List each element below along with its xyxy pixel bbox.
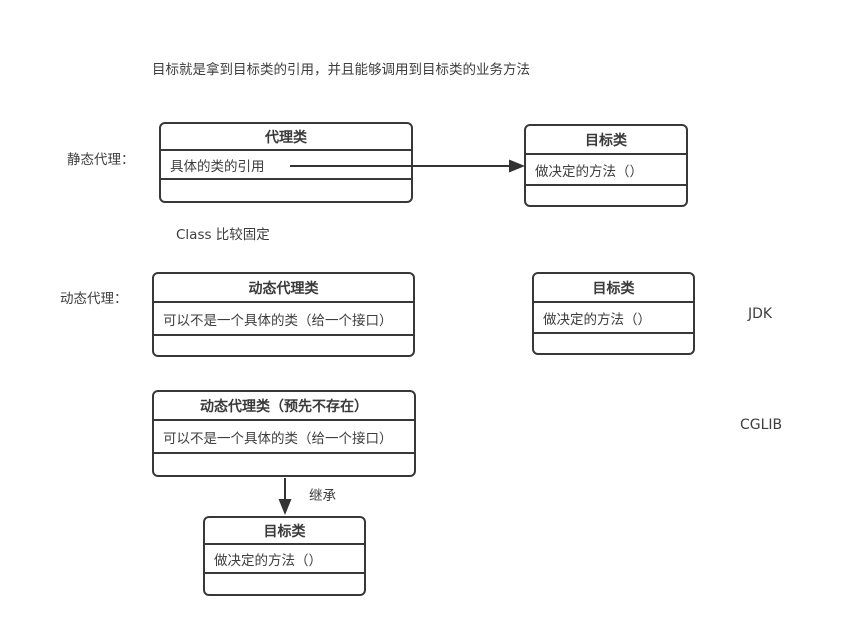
class-box-field: 做决定的方法（） [534,303,693,334]
static-proxy-section-label: 静态代理： [67,152,135,168]
class-box-title: 目标类 [526,126,686,155]
class-box-field: 可以不是一个具体的类（给一个接口） [154,303,413,336]
cglib-target-class-box: 目标类 做决定的方法（） [203,516,366,596]
class-box-empty-row [205,574,364,594]
dynamic-proxy-section-label: 动态代理： [60,291,128,307]
class-box-title: 目标类 [205,518,364,545]
class-box-title: 代理类 [161,124,411,151]
class-box-empty-row [526,186,686,205]
inheritance-arrow-label: 继承 [309,488,336,504]
class-box-field: 具体的类的引用 [161,151,411,180]
static-proxy-note: Class 比较固定 [176,227,270,243]
class-box-title: 动态代理类 [154,274,413,303]
class-box-field: 做决定的方法（） [205,545,364,574]
static-proxy-class-box: 代理类 具体的类的引用 [159,122,413,203]
class-box-empty-row [154,336,413,355]
class-box-field: 做决定的方法（） [526,155,686,186]
class-box-empty-row [161,180,411,201]
class-box-title: 动态代理类（预先不存在） [154,392,414,421]
static-target-class-box: 目标类 做决定的方法（） [524,124,688,207]
class-box-field: 可以不是一个具体的类（给一个接口） [154,421,414,454]
jdk-dynamic-proxy-class-box: 动态代理类 可以不是一个具体的类（给一个接口） [152,272,415,357]
jdk-tag-label: JDK [748,306,773,322]
top-annotation: 目标就是拿到目标类的引用，并且能够调用到目标类的业务方法 [152,62,530,78]
jdk-target-class-box: 目标类 做决定的方法（） [532,272,695,355]
inheritance-arrow [278,478,292,515]
cglib-tag-label: CGLIB [740,417,783,433]
class-box-empty-row [534,334,693,353]
cglib-dynamic-proxy-class-box: 动态代理类（预先不存在） 可以不是一个具体的类（给一个接口） [152,390,416,477]
class-box-title: 目标类 [534,274,693,303]
class-box-empty-row [154,454,414,475]
